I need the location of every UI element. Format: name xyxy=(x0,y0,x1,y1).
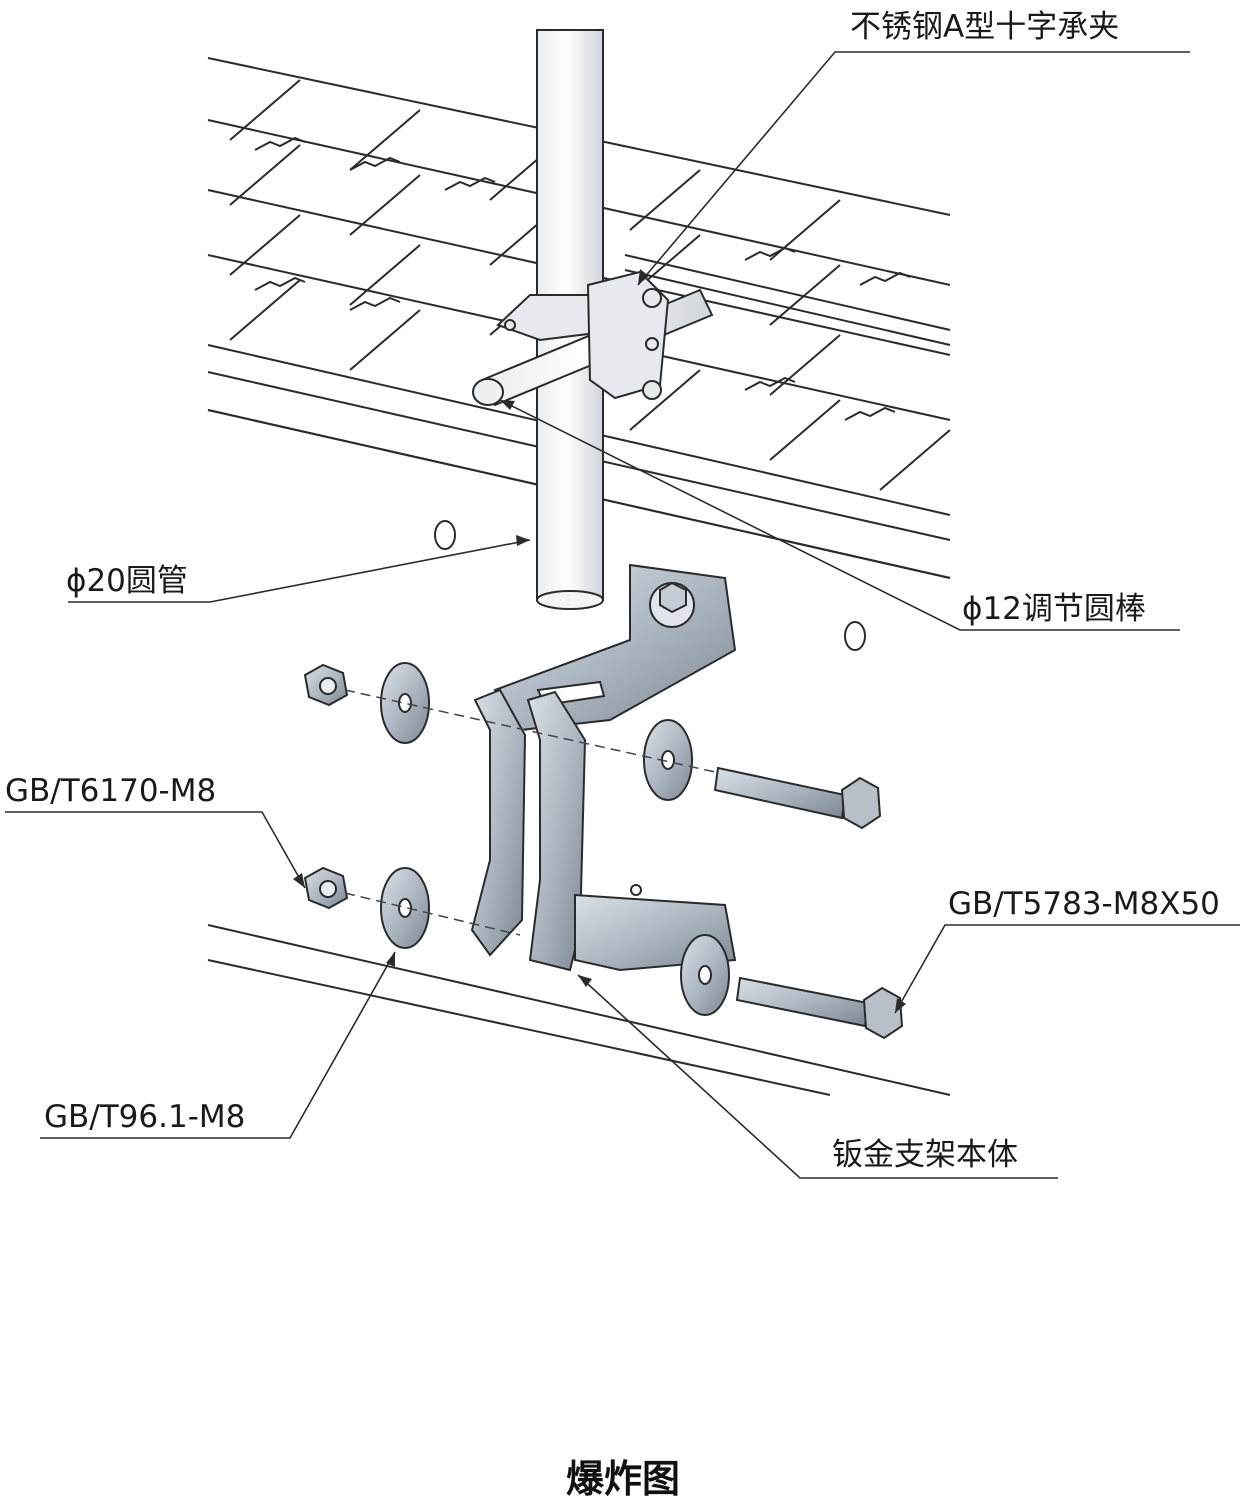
leader-arrowheads xyxy=(293,269,906,1013)
nut-lower xyxy=(303,866,349,910)
label-washer: GB/T96.1-M8 xyxy=(44,1099,246,1135)
label-round-tube: ϕ20圆管 xyxy=(66,563,188,599)
figure-caption: 爆炸图 xyxy=(565,1457,680,1501)
label-nut: GB/T6170-M8 xyxy=(5,773,217,809)
bolt-lower xyxy=(735,976,904,1040)
bolt-upper xyxy=(713,766,882,830)
cross-clamp xyxy=(496,270,670,400)
center-lines xyxy=(344,689,716,936)
label-bolt: GB/T5783-M8X50 xyxy=(948,886,1220,922)
nut-upper xyxy=(303,663,349,707)
leader-lines xyxy=(5,51,1240,1179)
washers xyxy=(380,662,730,1016)
label-adjust-rod: ϕ12调节圆棒 xyxy=(962,591,1146,627)
label-bracket-body: 钣金支架本体 xyxy=(832,1137,1018,1173)
label-cross-clamp: 不锈钢A型十字承夹 xyxy=(850,9,1120,45)
